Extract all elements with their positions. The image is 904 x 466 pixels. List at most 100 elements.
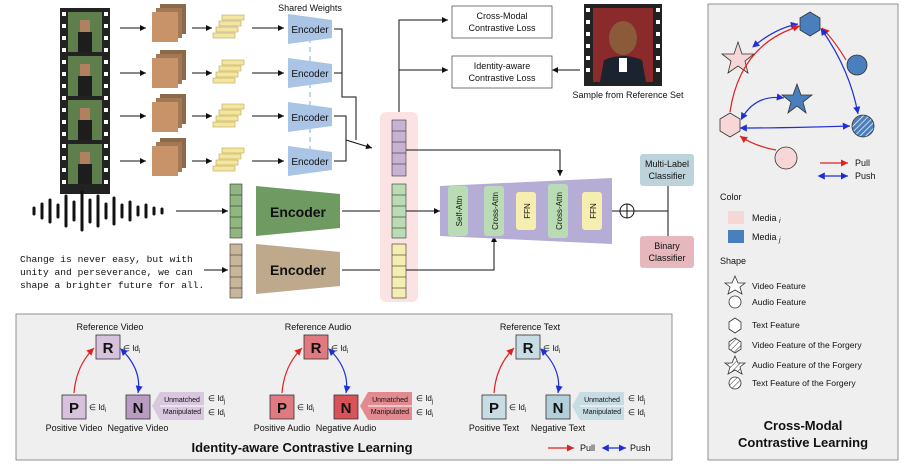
svg-text:Cross-Modal: Cross-Modal: [476, 11, 527, 21]
svg-text:Identity-aware: Identity-aware: [474, 61, 531, 71]
cross-modal-loss-box: Cross-Modal Contrastive Loss: [451, 5, 553, 39]
cross-modal-title: Cross-Modal Contrastive Learning: [738, 418, 868, 450]
svg-text:R: R: [103, 340, 114, 357]
svg-text:Manipulated: Manipulated: [371, 409, 409, 416]
audio-encoder: Encoder: [256, 186, 340, 236]
reference-sample-label: Sample from Reference Set: [572, 90, 684, 100]
svg-text:Contrastive Loss: Contrastive Loss: [468, 23, 536, 33]
svg-text:Cross-Attn: Cross-Attn: [491, 192, 500, 230]
svg-text:FFN: FFN: [523, 203, 532, 219]
group-text: Reference Text R ∈ Idi P ∈ Idi N Unmatch…: [469, 322, 645, 433]
svg-text:Audio Feature: Audio Feature: [752, 297, 806, 307]
block-self-attn: Self-Attn: [448, 186, 468, 236]
identity-legend: Pull Push: [548, 443, 651, 453]
star-media-j: [780, 82, 814, 115]
svg-text:Negative Video: Negative Video: [108, 423, 169, 433]
block-cross-attn-2: Cross-Attn: [548, 184, 568, 238]
video-film-strip: [60, 8, 110, 194]
svg-text:Encoder: Encoder: [270, 262, 327, 278]
svg-text:Encoder: Encoder: [270, 204, 327, 220]
media-i-legend: Media i: [728, 211, 781, 225]
svg-text:Reference Text: Reference Text: [500, 322, 561, 332]
video-encoder-outputs: [334, 28, 373, 162]
hexagon-forgery-legend-icon: [728, 337, 742, 354]
svg-text:Encoder: Encoder: [291, 69, 329, 80]
svg-text:N: N: [341, 400, 352, 417]
text-input-tokens: [229, 243, 243, 299]
svg-text:Video Feature: Video Feature: [752, 281, 806, 291]
svg-text:∈ Idi: ∈ Idi: [89, 403, 106, 414]
svg-text:Negative Text: Negative Text: [531, 423, 586, 433]
circle-legend-icon: [728, 295, 742, 309]
transformer-block: Self-Attn Cross-Attn FFN Cross-Attn FFN: [440, 178, 612, 244]
star-legend-icon: [723, 274, 747, 295]
audio-input-tokens: [229, 183, 243, 239]
svg-text:unity and perseverance, we can: unity and perseverance, we can: [20, 267, 193, 278]
block-cross-attn-1: Cross-Attn: [484, 186, 504, 236]
strip-arrows: [120, 25, 146, 164]
circle-media-j: [846, 54, 868, 76]
svg-text:Change is never easy, but with: Change is never easy, but with: [20, 254, 193, 265]
svg-text:Contrastive Learning: Contrastive Learning: [738, 435, 868, 450]
svg-text:Classifier: Classifier: [648, 171, 685, 181]
video-encoder-4: Encoder: [288, 146, 332, 176]
classifier-connections: [634, 186, 669, 236]
identity-loss-box: Identity-aware Contrastive Loss: [451, 55, 553, 89]
video-encoder-2: Encoder: [288, 58, 332, 88]
svg-text:P: P: [69, 400, 79, 417]
svg-text:Classifier: Classifier: [648, 253, 685, 263]
svg-text:∈ Idi: ∈ Idi: [509, 403, 526, 414]
svg-text:Video Feature of the Forgery: Video Feature of the Forgery: [752, 340, 862, 350]
svg-text:Cross-Attn: Cross-Attn: [555, 192, 564, 230]
audio-waveform: [32, 190, 164, 232]
group-video: Reference Video R ∈ Idi P ∈ Idi N Unmatc…: [46, 322, 226, 433]
svg-text:Reference Audio: Reference Audio: [285, 322, 352, 332]
svg-text:∈ Idi: ∈ Idi: [297, 403, 314, 414]
hexagon-legend-icon: [728, 317, 742, 334]
svg-text:Cross-Modal: Cross-Modal: [764, 418, 843, 433]
svg-text:Audio Feature of the Forgery: Audio Feature of the Forgery: [752, 360, 863, 370]
svg-text:∈ Idi: ∈ Idi: [208, 408, 225, 419]
reference-sample-image: [584, 4, 662, 86]
svg-text:Manipulated: Manipulated: [163, 409, 201, 416]
identity-panel-title: Identity-aware Contrastive Learning: [191, 440, 412, 455]
circle-media-i: [774, 146, 798, 170]
svg-text:shape a brighter future for al: shape a brighter future for all.: [20, 280, 204, 291]
shape-heading: Shape: [720, 256, 746, 266]
patch-token-stacks: [212, 14, 245, 172]
svg-text:∈ Idj: ∈ Idj: [208, 394, 225, 405]
token-arrows: [252, 25, 284, 164]
video-encoder-3: Encoder: [288, 102, 332, 132]
svg-text:Text Feature of the Forgery: Text Feature of the Forgery: [752, 378, 856, 388]
star-forgery-legend-icon: [723, 354, 747, 375]
svg-text:Encoder: Encoder: [291, 25, 329, 36]
hexagon-media-j: [799, 11, 821, 37]
svg-text:∈ Idi: ∈ Idi: [416, 408, 433, 419]
crop-arrows: [192, 25, 212, 164]
loss-connections: [398, 17, 580, 271]
svg-text:Contrastive Loss: Contrastive Loss: [468, 73, 536, 83]
svg-text:Negative Audio: Negative Audio: [316, 423, 377, 433]
svg-text:∈ Idi: ∈ Idi: [628, 408, 645, 419]
media-j-legend: Media j: [728, 230, 781, 244]
block-ffn-2: FFN: [582, 192, 602, 230]
face-crop-stacks: [152, 4, 186, 176]
svg-text:Push: Push: [630, 443, 651, 453]
svg-text:Push: Push: [855, 171, 876, 181]
svg-text:Unmatched: Unmatched: [164, 397, 200, 404]
shape-legend: Video Feature Audio Feature Text Feature…: [723, 274, 863, 390]
multi-label-classifier: Multi-Label Classifier: [640, 154, 694, 186]
svg-text:Positive Audio: Positive Audio: [254, 423, 311, 433]
video-encoder-1: Encoder: [288, 14, 332, 44]
svg-text:N: N: [553, 400, 564, 417]
svg-text:Media i: Media i: [752, 213, 781, 225]
block-ffn-1: FFN: [516, 192, 536, 230]
cross-modal-arrows: [729, 21, 861, 151]
svg-text:Pull: Pull: [855, 158, 870, 168]
svg-text:Encoder: Encoder: [291, 113, 329, 124]
svg-text:Positive Text: Positive Text: [469, 423, 520, 433]
svg-text:Multi-Label: Multi-Label: [645, 159, 689, 169]
svg-text:FFN: FFN: [589, 203, 598, 219]
svg-text:Reference Video: Reference Video: [77, 322, 144, 332]
